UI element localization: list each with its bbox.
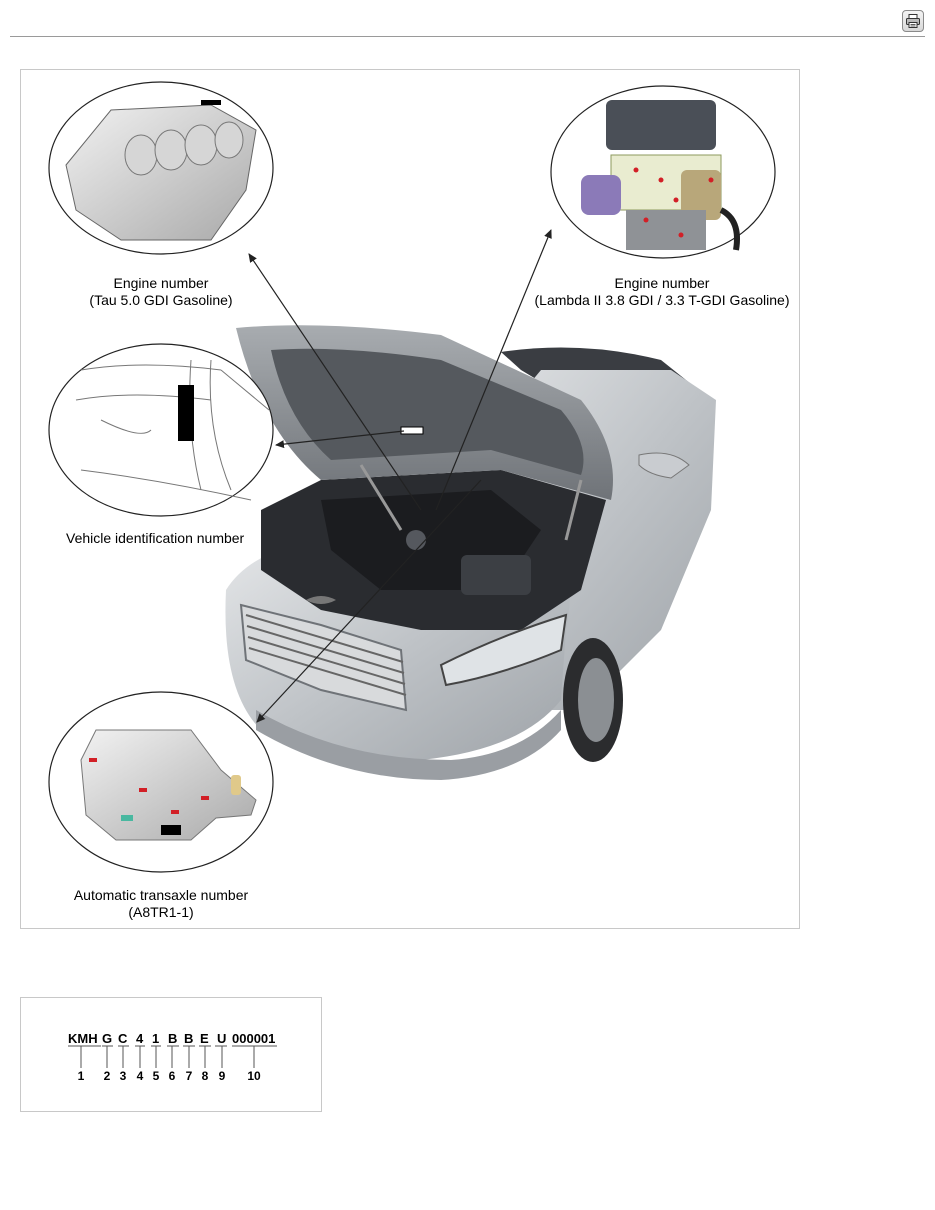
vin-segment-5: 1 (152, 1031, 160, 1046)
vin-index-3: 3 (119, 1069, 127, 1083)
vin-location-callout (48, 343, 274, 517)
print-button[interactable] (902, 10, 924, 32)
caption-line: Vehicle identification number (66, 530, 245, 546)
vin-index-1: 1 (77, 1069, 85, 1083)
caption-line: Engine number (113, 275, 209, 291)
transaxle-callout (48, 691, 274, 873)
header-divider (10, 36, 925, 37)
vin-segment-3: C (118, 1031, 128, 1046)
vin-segment-4: 4 (136, 1031, 144, 1046)
vin-index-6: 6 (168, 1069, 176, 1083)
vin-segment-2: G (102, 1031, 113, 1046)
caption-line: (Lambda II 3.8 GDI / 3.3 T-GDI Gasoline) (534, 292, 790, 308)
vin-structure-diagram: KMH G C 4 1 B B E U 000001 1 2 3 4 5 6 7… (20, 997, 322, 1112)
caption-line: Engine number (614, 275, 710, 291)
vin-index-10: 10 (247, 1069, 261, 1083)
vin-index-4: 4 (136, 1069, 144, 1083)
vin-index-5: 5 (152, 1069, 160, 1083)
vin-segment-10: 000001 (232, 1031, 276, 1046)
printer-icon (906, 14, 920, 28)
lambda-engine-callout (550, 85, 776, 259)
vehicle-number-locations-figure: Engine number (Tau 5.0 GDI Gasoline) Eng… (20, 69, 800, 929)
vin-segment-1: KMH (68, 1031, 98, 1046)
caption-vin: Vehicle identification number (66, 530, 256, 547)
caption-engine-tau: Engine number (Tau 5.0 GDI Gasoline) (81, 275, 241, 309)
callout-arrows (248, 229, 552, 723)
vin-index-8: 8 (201, 1069, 209, 1083)
illustration (48, 81, 776, 873)
vin-segment-9: U (217, 1031, 227, 1046)
vin-segment-8: E (200, 1031, 209, 1046)
vin-leader-lines (68, 1045, 277, 1068)
vin-segment-6: B (168, 1031, 178, 1046)
vin-index-9: 9 (218, 1069, 226, 1083)
tau-engine-callout (48, 81, 274, 255)
car-illustration (225, 325, 716, 780)
caption-line: Automatic transaxle number (73, 887, 249, 903)
vin-segment-7: B (184, 1031, 194, 1046)
caption-line: (A8TR1-1) (128, 904, 194, 920)
vin-index-2: 2 (103, 1069, 111, 1083)
caption-engine-lambda: Engine number (Lambda II 3.8 GDI / 3.3 T… (526, 275, 798, 309)
vin-index-7: 7 (185, 1069, 193, 1083)
caption-line: (Tau 5.0 GDI Gasoline) (89, 292, 233, 308)
caption-transaxle: Automatic transaxle number (A8TR1-1) (66, 887, 256, 921)
